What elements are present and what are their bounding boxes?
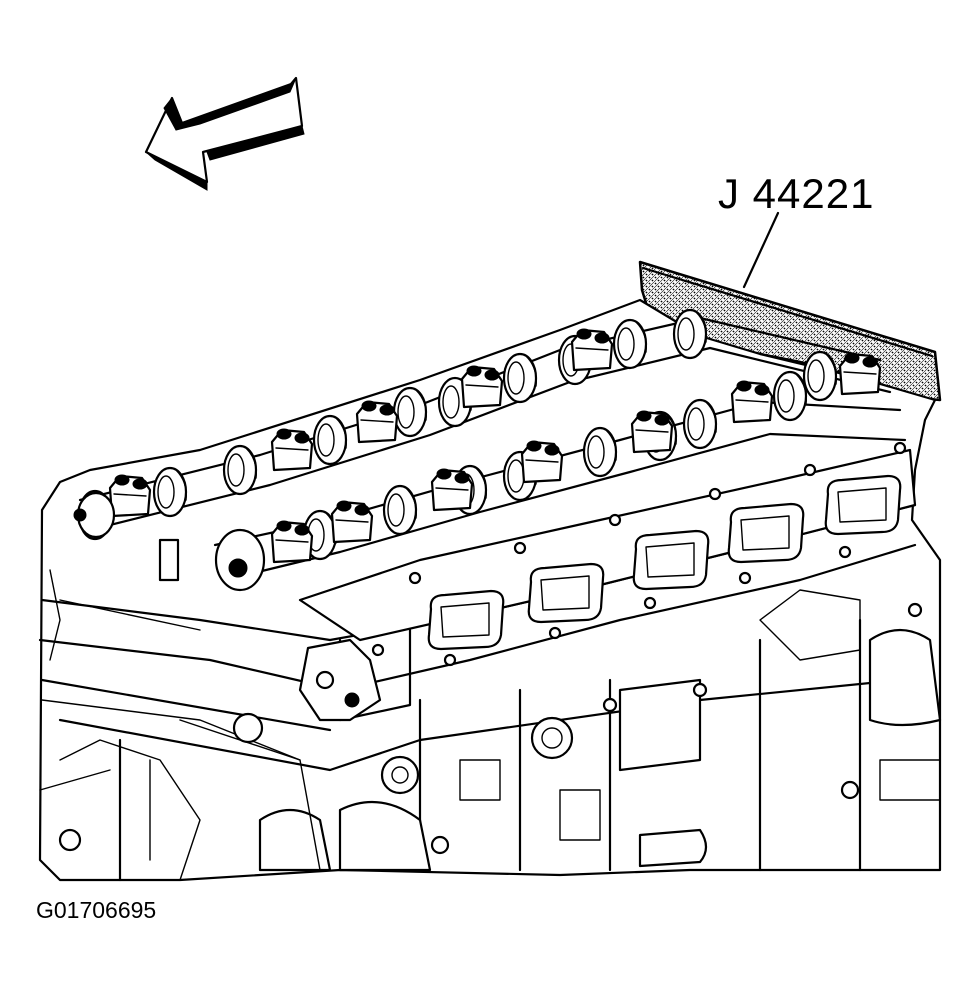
- direction-arrow-icon: [144, 76, 305, 191]
- figure-id: G01706695: [36, 897, 157, 923]
- exhaust-flange: [298, 441, 917, 667]
- engine-block-lower: [39, 589, 942, 882]
- exhaust-camshaft: [213, 370, 907, 592]
- tool-callout-label: J 44221: [718, 170, 875, 217]
- intake-camshaft: [77, 308, 892, 541]
- cylinder-head-front-end: [49, 491, 385, 744]
- callout-leader-line: [742, 211, 780, 289]
